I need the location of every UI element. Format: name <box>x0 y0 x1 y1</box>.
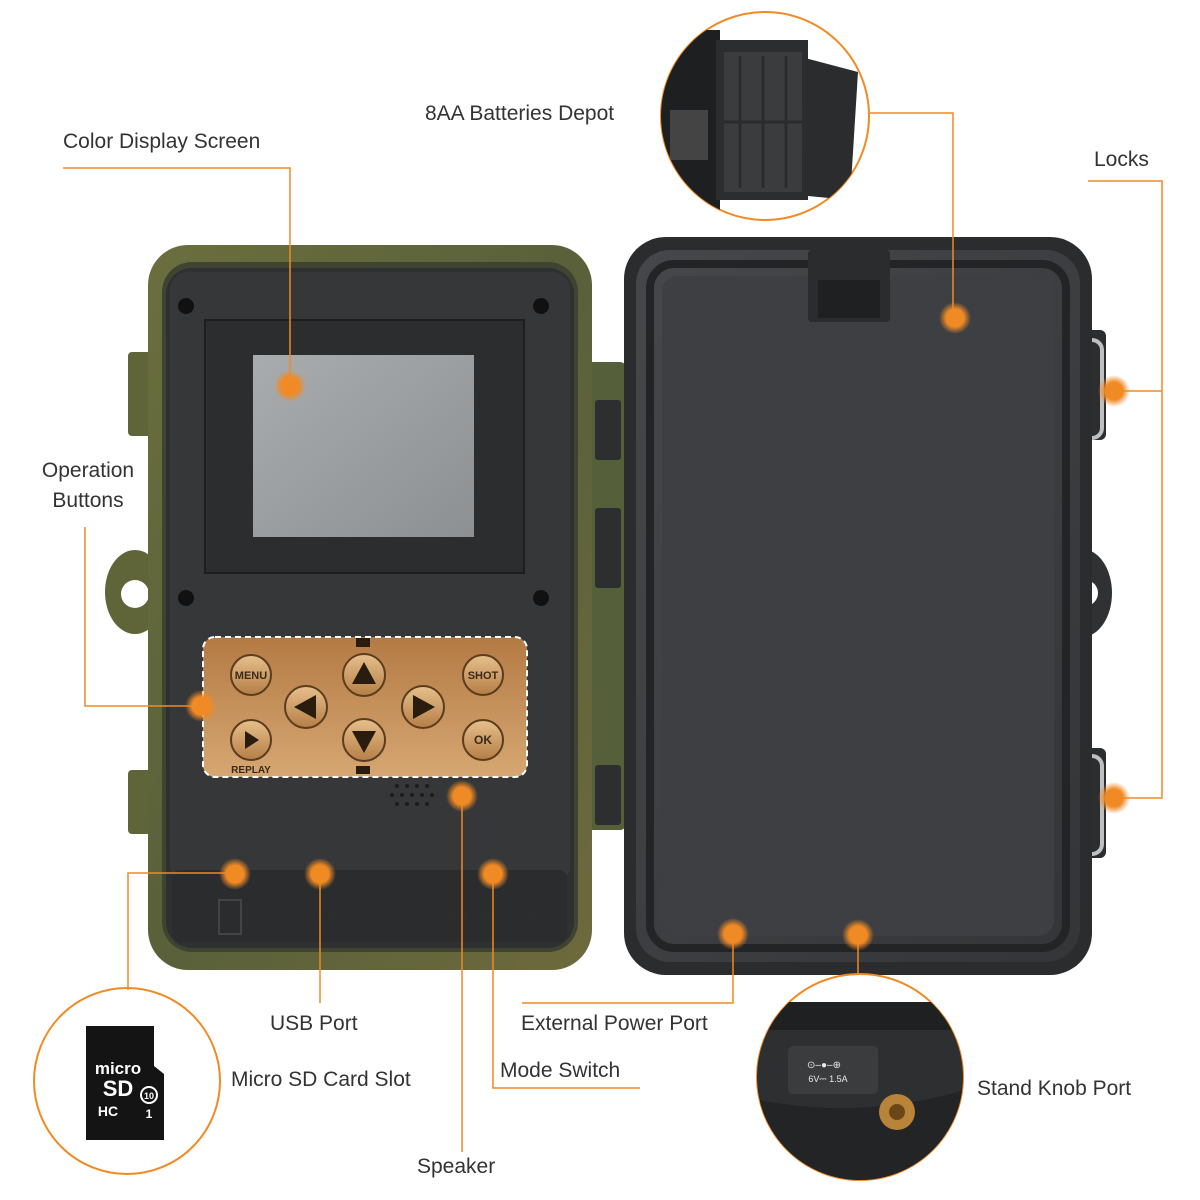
right-arrow-icon <box>413 695 435 719</box>
line-locks-outer <box>1088 180 1163 799</box>
line-external-power <box>522 934 734 1004</box>
sd-slot-mark <box>218 899 242 935</box>
label-operation-buttons-2: Buttons <box>52 489 124 512</box>
stand-knob-inset: ⊙–●–⊕ 6V⎓ 1.5A <box>756 973 964 1181</box>
label-micro-sd-card-slot: Micro SD Card Slot <box>231 1068 411 1091</box>
sd-brand-hc: HC <box>98 1103 118 1119</box>
callout-dots <box>185 302 1130 951</box>
up-arrow-icon <box>352 662 376 684</box>
left-arrow-icon <box>294 695 316 719</box>
usb-marking: USB <box>306 910 337 927</box>
label-locks: Locks <box>1094 148 1149 171</box>
sd-brand-sd: SD <box>103 1076 134 1101</box>
line-operation-buttons <box>84 527 201 707</box>
label-usb-port: USB Port <box>270 1012 358 1035</box>
label-color-display-screen: Color Display Screen <box>63 130 261 153</box>
label-speaker: Speaker <box>417 1155 496 1178</box>
camera-back-lid <box>624 237 1112 975</box>
replay-button-label: REPLAY <box>231 765 271 776</box>
down-arrow-icon <box>352 731 376 753</box>
play-icon <box>245 731 259 749</box>
mode-switch-marking: OFF-TEST-ON <box>442 910 542 927</box>
sd-brand-micro: micro <box>95 1059 141 1078</box>
shot-button <box>462 654 504 696</box>
ok-button <box>462 719 504 761</box>
label-operation-buttons-1: Operation <box>41 459 135 482</box>
menu-button-label: MENU <box>235 670 267 682</box>
ok-button-label: OK <box>474 733 492 747</box>
power-rating-marking: 6V⎓ 1.5A <box>808 1074 847 1084</box>
line-batteries <box>870 112 954 318</box>
sd-card <box>86 1026 164 1140</box>
keypad-buttons: MENU SHOT OK REPLAY <box>230 638 504 776</box>
label-stand-knob-port: Stand Knob Port <box>977 1077 1132 1100</box>
battery-depot-inset <box>660 11 870 221</box>
power-polarity-marking: ⊙–●–⊕ <box>807 1060 841 1071</box>
video-mode-icon <box>356 638 370 647</box>
label-external-power-port: External Power Port <box>521 1012 708 1035</box>
photo-mode-icon <box>356 766 370 774</box>
menu-button <box>230 654 272 696</box>
label-batteries-depot: 8AA Batteries Depot <box>425 102 615 125</box>
label-mode-switch: Mode Switch <box>500 1059 621 1082</box>
line-mode-switch <box>492 875 640 1089</box>
speaker-grille <box>390 784 434 806</box>
callout-lines <box>63 112 1163 1152</box>
sd-class: 10 <box>144 1091 154 1101</box>
micro-sd-card-inset: micro SD HC 10 1 <box>33 987 221 1175</box>
line-sd-slot <box>127 872 234 990</box>
sd-uhs: 1 <box>146 1107 153 1121</box>
shot-button-label: SHOT <box>468 670 499 682</box>
line-display-screen <box>63 167 291 386</box>
camera-front-housing: MENU SHOT OK REPLAY <box>105 245 626 970</box>
